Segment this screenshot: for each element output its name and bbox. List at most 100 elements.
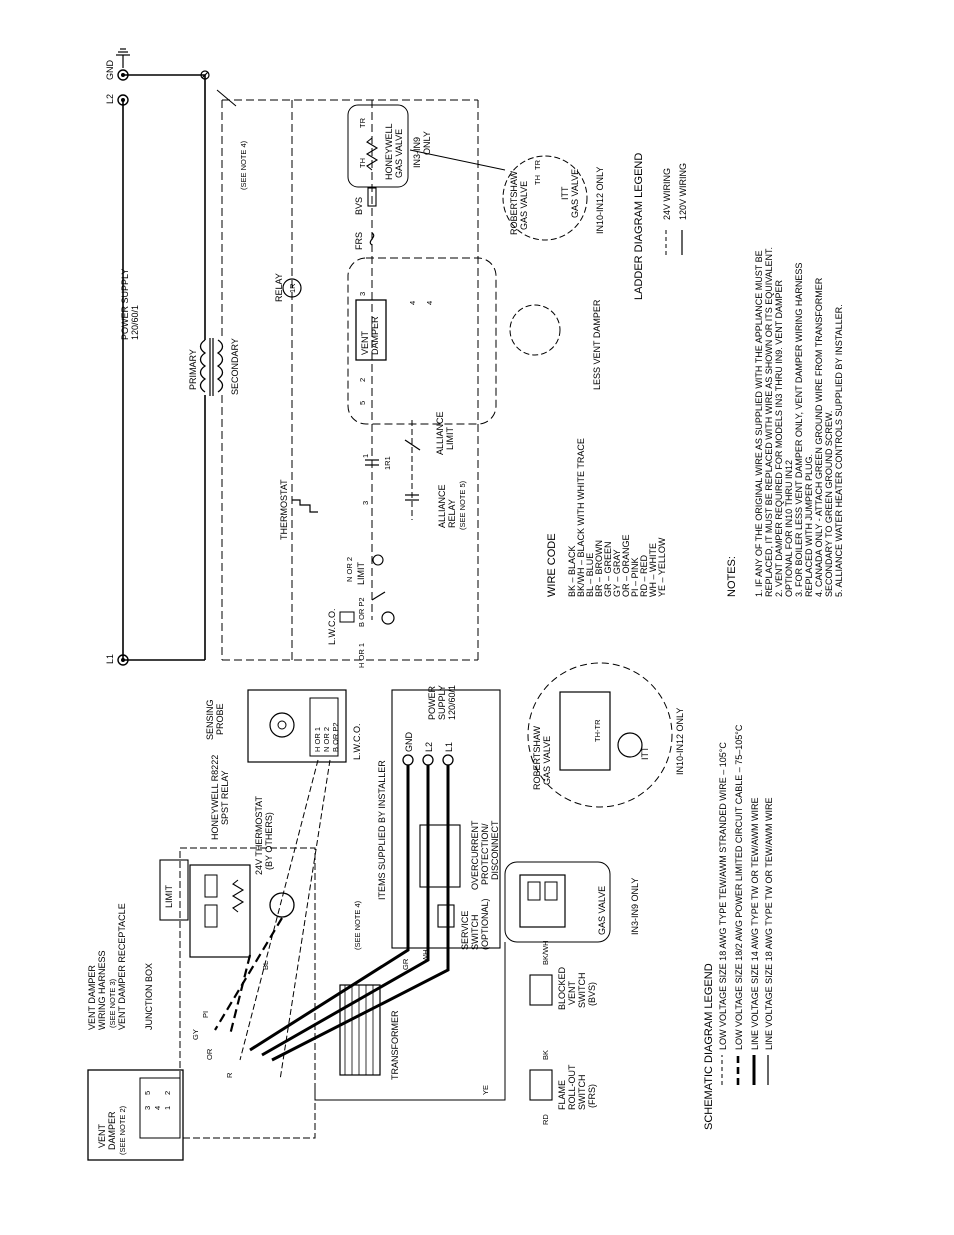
honeywell-coil-icon — [365, 137, 379, 171]
vent-damper-icon — [355, 299, 387, 361]
terminal-l2-schematic — [422, 754, 434, 766]
svg-text:(FRS): (FRS) — [587, 1084, 597, 1108]
label-in10-in12-schematic: IN10-IN12 ONLY — [675, 708, 685, 775]
schematic-diagram: VENT DAMPER (SEE NOTE 2) 3 4 1 5 2 VENT … — [87, 662, 685, 1161]
svg-text:1. IF ANY OF THE ORIGINAL WIRE: 1. IF ANY OF THE ORIGINAL WIRE AS SUPPLI… — [754, 250, 764, 597]
label-honeywell-gv: HONEYWELL — [384, 123, 394, 180]
svg-text:3: 3 — [143, 1106, 152, 1110]
svg-text:SWITCH: SWITCH — [577, 1075, 587, 1111]
svg-text:PROBE: PROBE — [215, 703, 225, 735]
schematic-vent-damper — [87, 1069, 184, 1161]
bvs-switch — [529, 974, 553, 1006]
label-transformer: TRANSFORMER — [390, 1010, 400, 1080]
thermostat-icon — [292, 499, 318, 513]
svg-text:VENT: VENT — [97, 1123, 107, 1148]
label-l2: L2 — [105, 94, 115, 104]
label-relay: RELAY — [274, 273, 284, 302]
label-bvs-schematic: BLOCKED — [557, 966, 567, 1010]
svg-text:REPLACED, IT MUST BE REPLACED: REPLACED, IT MUST BE REPLACED WITH WIRE … — [764, 247, 774, 597]
svg-text:ITT: ITT — [640, 746, 650, 760]
label-vent-damper: VENT — [360, 330, 370, 355]
svg-text:DAMPER: DAMPER — [370, 316, 380, 355]
wire-code-title: WIRE CODE — [546, 533, 558, 597]
svg-text:SWITCH: SWITCH — [577, 973, 587, 1009]
ladder-legend-24v: 24V WIRING — [662, 168, 672, 220]
svg-text:LINE VOLTAGE SIZE 18 AWG TYPE: LINE VOLTAGE SIZE 18 AWG TYPE TW OR TEW/… — [764, 797, 774, 1050]
label-bvs: BVS — [354, 197, 364, 215]
svg-text:YE – YELLOW: YE – YELLOW — [657, 537, 667, 597]
lwco-element-icon — [339, 611, 355, 623]
label-items-installer: ITEMS SUPPLIED BY INSTALLER — [377, 760, 387, 900]
ladder-power-supply: POWER SUPPLY — [120, 269, 130, 340]
svg-text:WH: WH — [421, 950, 430, 963]
label-gnd: GND — [105, 60, 115, 81]
vent-damper-box — [347, 257, 497, 425]
svg-text:GY – GRAY: GY – GRAY — [612, 549, 622, 597]
wire-code: WIRE CODE BK – BLACK BK/WH – BLACK WITH … — [546, 438, 667, 597]
label-24v-thermostat: 24V THERMOSTAT — [254, 795, 264, 875]
svg-text:3: 3 — [358, 292, 367, 296]
svg-text:RD – RED: RD – RED — [639, 554, 649, 597]
svg-text:GR – GREEN: GR – GREEN — [603, 541, 613, 597]
label-overcurrent: OVERCURRENT — [470, 820, 480, 890]
limit-switch — [159, 859, 189, 921]
svg-text:PI – PINK: PI – PINK — [630, 557, 640, 597]
label-less-vent-damper: LESS VENT DAMPER — [592, 299, 602, 390]
transformer-icon — [199, 338, 224, 396]
svg-text:BR – BROWN: BR – BROWN — [594, 540, 604, 597]
svg-text:OR – ORANGE: OR – ORANGE — [621, 534, 631, 597]
svg-text:DISCONNECT: DISCONNECT — [490, 820, 500, 880]
sensing-probe-icon — [269, 712, 295, 738]
label-limit: LIMIT — [356, 561, 366, 585]
svg-text:ROLL-OUT: ROLL-OUT — [567, 1064, 577, 1110]
label-schematic-lwco: L.W.C.O. — [352, 723, 362, 760]
frs-fuse-icon — [369, 232, 375, 246]
schematic-legend-title: SCHEMATIC DIAGRAM LEGEND — [703, 963, 715, 1130]
label-see-note-4-schematic: (SEE NOTE 4) — [353, 900, 362, 950]
svg-text:SWITCH: SWITCH — [470, 915, 480, 951]
ladder-legend-title: LADDER DIAGRAM LEGEND — [633, 153, 645, 300]
ladder-legend-120v: 120V WIRING — [678, 163, 688, 220]
svg-text:N OR 2: N OR 2 — [322, 727, 331, 752]
terminal-l2 — [117, 94, 129, 106]
terminal-l1-schematic — [442, 754, 454, 766]
label-thermostat: THERMOSTAT — [279, 479, 289, 540]
label-service-switch: SERVICE — [460, 911, 470, 950]
svg-text:LOW VOLTAGE SIZE 18 AWG TYPE T: LOW VOLTAGE SIZE 18 AWG TYPE TEW/AWM STR… — [718, 742, 728, 1050]
svg-text:GAS VALVE: GAS VALVE — [570, 169, 580, 218]
svg-text:(SEE NOTE 2): (SEE NOTE 2) — [118, 1105, 127, 1155]
label-vd-receptacle: VENT DAMPER RECEPTACLE — [117, 903, 127, 1030]
honeywell-relay — [189, 864, 251, 958]
svg-text:L2: L2 — [424, 742, 434, 752]
svg-text:TH-TR: TH-TR — [593, 719, 602, 742]
alliance-limit-switch-icon — [404, 439, 421, 451]
svg-text:1: 1 — [361, 454, 370, 458]
robertshaw-detail-circle — [502, 155, 588, 241]
svg-text:LIMIT: LIMIT — [445, 426, 455, 450]
svg-text:B OR P2: B OR P2 — [331, 722, 340, 752]
relay-coil-icon — [282, 278, 302, 298]
bvs-element-icon — [367, 187, 377, 207]
schematic-lwco — [247, 689, 347, 763]
svg-text:GAS VALVE: GAS VALVE — [597, 886, 607, 935]
svg-text:VENT: VENT — [567, 980, 577, 1005]
frs-switch — [529, 1069, 553, 1101]
svg-text:4. CANADA ONLY - ATTACH GREEN: 4. CANADA ONLY - ATTACH GREEN GROUND WIR… — [814, 277, 824, 597]
svg-text:SPST RELAY: SPST RELAY — [220, 770, 230, 825]
label-wiring-harness: VENT DAMPER — [87, 965, 97, 1030]
svg-text:2: 2 — [358, 378, 367, 382]
svg-text:BK – BLACK: BK – BLACK — [567, 545, 577, 597]
svg-text:GY: GY — [191, 1029, 200, 1040]
label-alliance-relay: ALLIANCE — [437, 484, 447, 528]
svg-text:(SEE NOTE 5): (SEE NOTE 5) — [458, 480, 467, 530]
label-sensing-probe: SENSING — [205, 699, 215, 740]
label-power-supply-schematic: POWER — [427, 685, 437, 720]
label-lwco-h: H OR 1 — [357, 643, 366, 668]
terminal-l1 — [117, 654, 129, 666]
svg-text:1: 1 — [163, 1106, 172, 1110]
label-alliance-limit: ALLIANCE — [435, 411, 445, 455]
overcurrent-disconnect — [419, 824, 461, 888]
ground-symbol-icon — [116, 48, 130, 68]
svg-text:(BVS): (BVS) — [587, 982, 597, 1006]
